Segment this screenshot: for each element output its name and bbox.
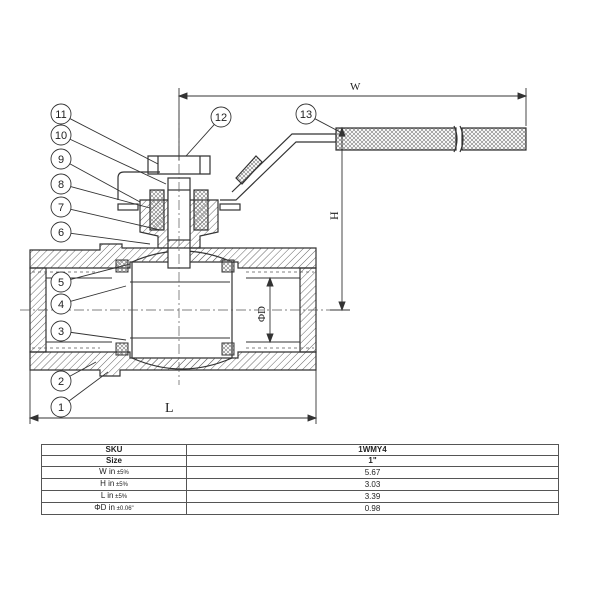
callout-circle — [50, 320, 72, 342]
spec-row: ΦD in ±0.06"0.98 — [41, 502, 559, 515]
spec-label: W in — [99, 467, 116, 476]
spec-label: Size — [105, 456, 122, 465]
spec-value: 1WMY4 — [186, 444, 559, 456]
callout-circle — [50, 173, 72, 195]
callout-circle — [50, 396, 72, 418]
callout-number-2: 2 — [58, 376, 64, 388]
callout-leader — [69, 138, 167, 185]
callout-circle — [50, 293, 72, 315]
spec-label-cell: L in ±5% — [41, 490, 187, 503]
callout-leader — [70, 208, 161, 231]
callout-circle — [50, 124, 72, 146]
callout-leader — [70, 232, 151, 245]
spec-row: Size 1" — [41, 455, 559, 467]
callout-circle — [50, 370, 72, 392]
handle — [117, 125, 527, 201]
spec-value: 3.39 — [186, 490, 559, 503]
callout-leader — [70, 285, 127, 302]
callout-leader — [69, 118, 159, 165]
spec-value: 1" — [186, 455, 559, 467]
spec-label-cell: H in ±5% — [41, 478, 187, 491]
callout-circle — [50, 148, 72, 170]
callout-number-9: 9 — [58, 154, 64, 166]
spec-row: SKU 1WMY4 — [41, 444, 559, 456]
dim-l-label: L — [165, 401, 174, 416]
spec-value: 3.03 — [186, 478, 559, 491]
callout-circle — [50, 196, 72, 218]
callout-number-6: 6 — [58, 227, 64, 239]
spec-tolerance: ±0.06" — [114, 506, 134, 512]
spec-label-cell: SKU — [41, 444, 187, 456]
callout-circle — [50, 221, 72, 243]
stem — [117, 177, 241, 269]
spec-label-cell: ΦD in ±0.06" — [41, 502, 187, 515]
callout-number-4: 4 — [58, 299, 64, 311]
spec-row: L in ±5%3.39 — [41, 490, 559, 503]
spec-row: H in ±5%3.03 — [41, 478, 559, 491]
dim-w-label: W — [350, 81, 361, 93]
callout-circle — [50, 103, 72, 125]
callout-leader — [69, 163, 141, 203]
spec-label: SKU — [105, 445, 123, 454]
callout-number-1: 1 — [58, 402, 64, 414]
callout-number-7: 7 — [58, 202, 64, 214]
callout-number-10: 10 — [55, 130, 67, 142]
callout-number-5: 5 — [58, 277, 64, 289]
callout-leader — [185, 124, 215, 157]
callout-leader — [70, 331, 127, 341]
callout-number-11: 11 — [55, 109, 66, 121]
spec-label-cell: W in ±5% — [41, 466, 187, 479]
callout-leader — [314, 118, 341, 133]
callout-number-3: 3 — [58, 326, 64, 338]
spec-label-cell: Size — [41, 455, 187, 467]
callout-circle — [210, 106, 232, 128]
spec-label: ΦD in — [94, 503, 115, 512]
seats — [115, 259, 235, 356]
callout-circle — [295, 103, 317, 125]
spec-label: H in — [100, 479, 115, 488]
spec-tolerance: ±5% — [113, 494, 128, 500]
spec-tolerance: ±5% — [114, 482, 128, 488]
dim-d-label: ΦD — [256, 306, 268, 322]
callout-number-12: 12 — [215, 112, 227, 124]
spec-label: L in — [100, 491, 114, 500]
callout-number-13: 13 — [300, 109, 312, 121]
spec-value: 0.98 — [186, 502, 559, 515]
spec-value: 5.67 — [186, 466, 559, 479]
dim-h-label: H — [327, 211, 341, 220]
spec-row: W in ±5%5.67 — [41, 466, 559, 479]
callout-leader — [70, 186, 151, 209]
callout-leader — [69, 361, 97, 377]
callout-leader — [68, 371, 109, 402]
spec-tolerance: ±5% — [115, 470, 129, 476]
callout-leader — [70, 263, 131, 280]
callout-number-8: 8 — [58, 179, 64, 191]
callout-circle — [50, 271, 72, 293]
